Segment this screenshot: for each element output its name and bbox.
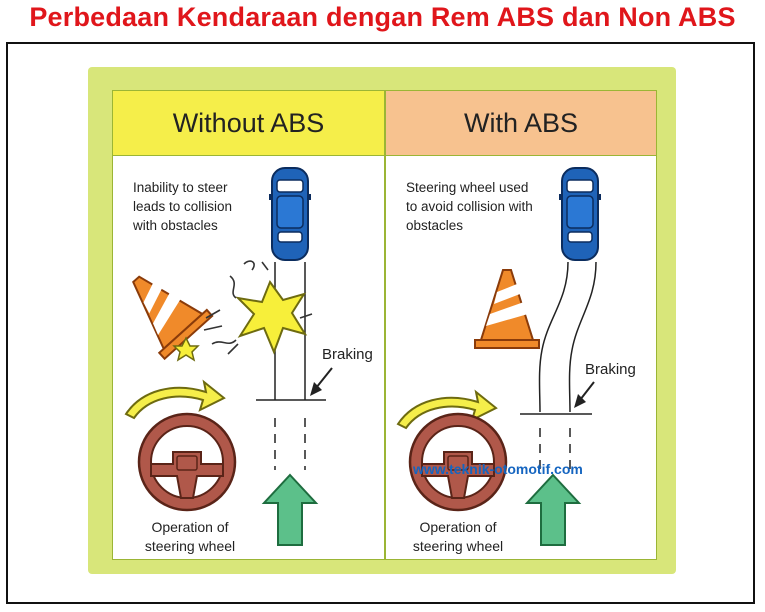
watermark-link: www.teknik-otomotif.com <box>413 461 583 477</box>
operation-caption: Operation of steering wheel <box>412 519 504 554</box>
without-abs-caption: Inability to steer leads to collision wi… <box>133 180 233 233</box>
traffic-cone-icon <box>474 269 540 349</box>
turn-arrow-icon <box>125 381 225 419</box>
braking-pointer-icon <box>574 381 595 408</box>
steering-wheel-icon <box>137 412 237 512</box>
car-icon <box>558 167 602 261</box>
forward-arrow-icon <box>263 474 317 546</box>
tire-track-left <box>538 261 569 413</box>
collision-star-icon <box>172 260 313 362</box>
traffic-cone-icon <box>111 256 214 360</box>
braking-pointer-icon <box>310 367 333 396</box>
panel-heading: Without ABS <box>113 91 384 156</box>
tire-track-right <box>568 261 597 413</box>
operation-caption: Operation of steering wheel <box>144 519 236 554</box>
forward-arrow-icon <box>526 474 580 546</box>
panel-heading: With ABS <box>386 91 656 156</box>
page-title: Perbedaan Kendaraan dengan Rem ABS dan N… <box>29 2 736 32</box>
car-icon <box>268 167 312 261</box>
with-abs-caption: Steering wheel used to avoid collision w… <box>406 180 533 233</box>
braking-label: Braking <box>322 346 373 363</box>
braking-label: Braking <box>585 361 636 378</box>
